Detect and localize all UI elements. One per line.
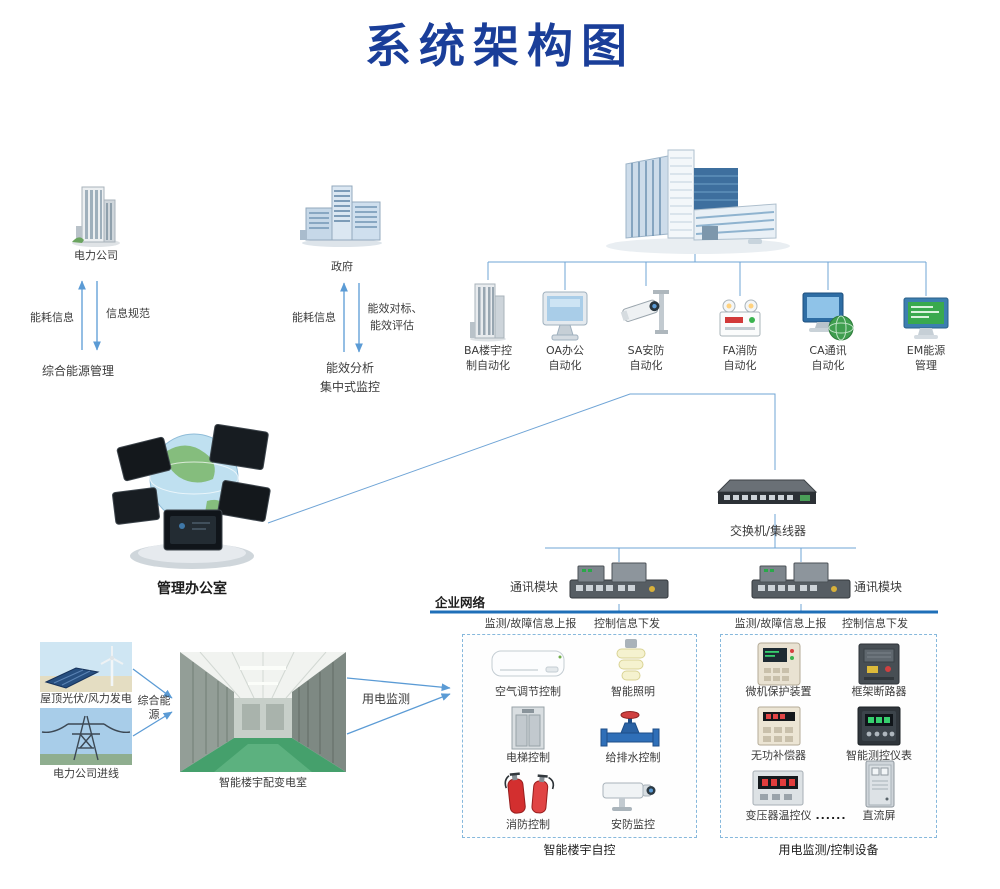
gov-energy-info-label: 能耗信息 [292, 311, 336, 324]
sa-camera-icon [619, 286, 673, 342]
report-right-label: 监测/故障信息上报 [734, 617, 827, 630]
power-company-building-icon [68, 182, 124, 248]
building-auto-item-label: 电梯控制 [506, 751, 550, 764]
power-devices-caption: 用电监测/控制设备 [778, 843, 879, 857]
power-grid-photo [40, 708, 132, 765]
ca-label-line1: CA通讯 [809, 344, 847, 357]
control-right-label: 控制信息下发 [842, 617, 908, 630]
building-auto-caption: 智能楼宇自控 [543, 843, 616, 857]
ca-computer-icon [801, 290, 855, 342]
oa-monitor-icon [540, 290, 590, 342]
comm-module-left-icon [568, 558, 670, 604]
ba-label-line1: BA楼宇控 [463, 344, 513, 357]
comm-module-right-icon [750, 558, 852, 604]
fa-label-line2: 自动化 [723, 359, 757, 372]
substation-room-photo [180, 651, 346, 772]
page-title: 系统架构图 [365, 19, 635, 73]
em-label-line2: 管理 [915, 359, 937, 372]
management-office-label: 管理办公室 [157, 581, 227, 597]
control-left-label: 控制信息下发 [594, 617, 660, 630]
report-left-label: 监测/故障信息上报 [484, 617, 577, 630]
integrated-energy-flow-line1: 综合能 [137, 694, 171, 707]
power-grid-label: 电力公司进线 [53, 767, 119, 780]
power-device-item-label: 智能测控仪表 [846, 749, 912, 762]
energy-info-up-label: 能耗信息 [30, 311, 74, 324]
fa-label-line1: FA消防 [722, 344, 758, 357]
security-camera-icon [599, 773, 661, 815]
sa-label-line1: SA安防 [627, 344, 665, 357]
power-device-item-label: 框架断路器 [851, 685, 907, 698]
switch-label: 交换机/集线器 [729, 524, 807, 538]
water-valve-icon [599, 707, 661, 749]
benchmark-label-line1: 能效对标、 [367, 302, 423, 315]
smart-meter-icon [856, 705, 902, 747]
building-auto-item-label: 给排水控制 [605, 751, 661, 764]
reactive-compensator-icon [756, 705, 802, 747]
oa-label-line2: 自动化 [548, 359, 582, 372]
network-switch-icon [716, 470, 820, 514]
oa-label-line1: OA办公 [546, 344, 584, 357]
em-monitor-icon [902, 296, 950, 342]
power-device-item-label: 无功补偿器 [751, 749, 806, 762]
building-auto-item-label: 智能照明 [611, 685, 655, 698]
info-spec-down-label: 信息规范 [106, 307, 150, 320]
comm-module-right-label: 通讯模块 [853, 580, 902, 594]
enterprise-network-label: 企业网络 [434, 595, 485, 610]
ca-label-line2: 自动化 [811, 359, 845, 372]
power-device-item-label: 直流屏 [862, 809, 896, 822]
transformer-thermostat-icon [751, 769, 805, 807]
power-device-item-label: 微机保护装置 [745, 685, 812, 698]
solar-wind-photo [40, 642, 132, 692]
integrated-energy-label: 综合能源管理 [41, 364, 114, 378]
em-label-line1: EM能源 [906, 344, 946, 357]
dc-panel-icon [863, 759, 897, 809]
power-devices-box: 微机保护装置 框架断路器 无功补偿器 [720, 634, 937, 838]
integrated-energy-flow-label: 综合能 源 [132, 694, 176, 723]
ba-building-icon [467, 280, 509, 342]
power-devices-ellipsis: ...... [815, 809, 847, 822]
government-label: 政府 [331, 260, 353, 273]
power-device-item-label: 变压器温控仪 [745, 809, 812, 822]
elevator-icon [508, 705, 548, 751]
cfl-bulb-icon [611, 637, 651, 685]
power-monitoring-label: 用电监测 [361, 692, 410, 706]
main-building-icon [598, 146, 793, 256]
fire-extinguisher-icon [499, 765, 557, 817]
ac-unit-icon [490, 647, 566, 681]
sa-label-line2: 自动化 [629, 359, 663, 372]
fa-alarm-icon [716, 296, 764, 342]
analysis-label-line1: 能效分析 [325, 361, 374, 375]
building-auto-item-label: 空气调节控制 [495, 685, 561, 698]
solar-wind-label: 屋顶光伏/风力发电 [40, 692, 132, 705]
substation-room-label: 智能楼宇配变电室 [219, 776, 307, 789]
circuit-breaker-icon [856, 641, 902, 687]
comm-module-left-label: 通讯模块 [509, 580, 558, 594]
power-company-label: 电力公司 [74, 249, 118, 262]
building-auto-box: 空气调节控制 智能照明 电梯控制 [462, 634, 697, 838]
benchmark-label-line2: 能效评估 [370, 319, 414, 332]
government-building-icon [298, 182, 386, 248]
ba-label-line2: 制自动化 [466, 359, 510, 372]
analysis-label-line2: 集中式监控 [319, 380, 380, 394]
building-auto-item-label: 消防控制 [506, 818, 550, 831]
building-auto-item-label: 安防监控 [611, 818, 655, 831]
management-office-illustration [112, 406, 272, 574]
integrated-energy-flow-line2: 源 [148, 708, 160, 722]
protection-device-icon [756, 641, 802, 687]
